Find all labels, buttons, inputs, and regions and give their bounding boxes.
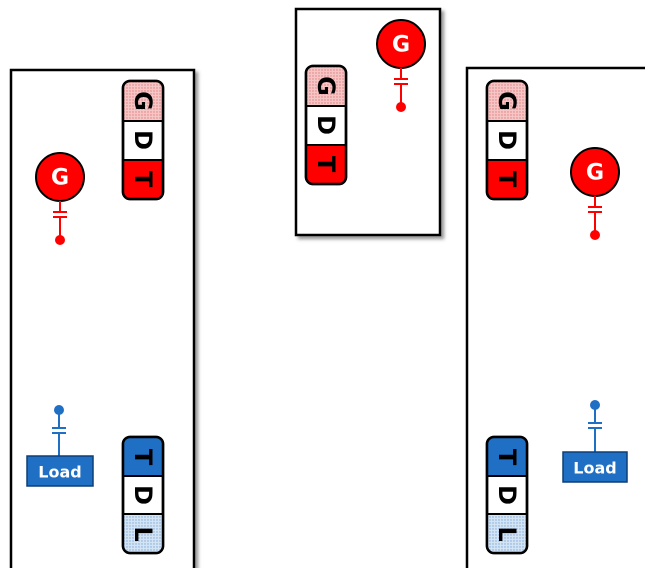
right-stack-l-label: L xyxy=(493,526,521,541)
right-load: Load xyxy=(562,400,628,483)
right-stack-d-label: D xyxy=(493,130,521,150)
left-panel xyxy=(9,68,196,568)
middle-gdt-stack: G D T xyxy=(304,64,348,186)
middle-generator-label: G xyxy=(392,33,410,58)
left-load: Load xyxy=(26,405,94,487)
right-stack-g-label: G xyxy=(493,91,521,111)
left-generator: G xyxy=(35,152,85,245)
right-stack-t-label: T xyxy=(493,171,521,188)
right-stack-d2-label: D xyxy=(493,485,521,505)
left-stack-t2-label: T xyxy=(129,449,157,466)
middle-stack-g-label: G xyxy=(312,76,340,96)
middle-stack-t-label: T xyxy=(312,156,340,173)
middle-generator: G xyxy=(376,19,426,112)
right-generator-label: G xyxy=(586,161,604,186)
left-stack-t-label: T xyxy=(129,171,157,188)
right-load-label: Load xyxy=(573,459,616,478)
right-gdt-stack: G D T xyxy=(485,79,529,201)
right-generator: G xyxy=(570,147,620,240)
left-stack-l-label: L xyxy=(129,526,157,541)
left-tdl-stack: T D L xyxy=(121,435,165,555)
left-generator-label: G xyxy=(51,166,69,191)
right-stack-t2-label: T xyxy=(493,449,521,466)
left-stack-g-label: G xyxy=(129,91,157,111)
left-gdt-stack: G D T xyxy=(121,79,165,201)
right-tdl-stack: T D L xyxy=(485,435,529,555)
left-stack-d2-label: D xyxy=(129,485,157,505)
middle-stack-d-label: D xyxy=(312,115,340,135)
left-stack-d-label: D xyxy=(129,130,157,150)
left-load-label: Load xyxy=(38,463,81,482)
